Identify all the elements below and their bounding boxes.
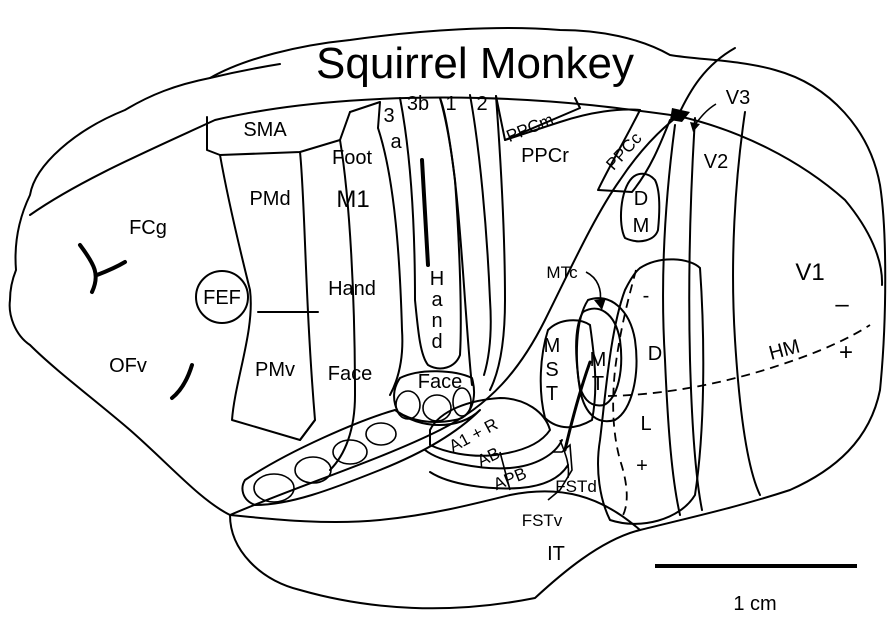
label-sma: SMA: [243, 119, 287, 141]
label-hand-3b-n: n: [431, 310, 442, 332]
label-v1-plus: +: [839, 339, 853, 366]
label-v3: V3: [726, 87, 750, 109]
label-area-2: 2: [476, 93, 487, 115]
label-hand-3b-d: d: [431, 331, 442, 353]
area-3b-hand-border: [422, 160, 428, 265]
v3-band-anterior: [663, 125, 680, 515]
label-hm: HM: [767, 336, 803, 365]
label-face-3b: Face: [418, 371, 462, 393]
area-2-posterior: [490, 96, 505, 390]
area-2-border: [470, 95, 491, 375]
face-oval-1: [396, 391, 420, 419]
label-v1-minus: –: [835, 291, 849, 318]
area-1-border: [440, 98, 472, 385]
label-pmv: PMv: [255, 359, 295, 381]
label-m1: M1: [336, 186, 369, 213]
frontal-sulcus-mark: [80, 245, 125, 292]
scale-label: 1 cm: [733, 593, 776, 615]
insula-oval-3: [333, 440, 367, 464]
label-it: IT: [547, 543, 565, 565]
label-mtc: MTc: [546, 263, 578, 282]
label-area-3a-letter: a: [390, 131, 402, 153]
m1-anterior-border: [300, 152, 315, 440]
label-ppcc: PPCc: [602, 128, 646, 173]
label-fcg: FCg: [129, 217, 167, 239]
label-dl-l: L: [640, 413, 651, 435]
label-v1: V1: [795, 259, 824, 286]
m1-medial-border: [350, 102, 380, 128]
label-mt-m: M: [590, 349, 607, 371]
insula-band: [242, 410, 480, 505]
temporal-lower-line: [230, 491, 640, 530]
label-dm-m: M: [633, 215, 650, 237]
label-foot: Foot: [332, 147, 372, 169]
label-hand-3b-a: a: [431, 289, 443, 311]
label-mst-m: M: [544, 335, 561, 357]
insula-oval-2: [295, 457, 331, 483]
area-3a-border: [378, 128, 402, 395]
label-hand-m1: Hand: [328, 278, 376, 300]
upper-bump-line: [210, 64, 280, 78]
label-dl-plus: +: [636, 455, 648, 477]
label-ofv: OFv: [109, 355, 147, 377]
face-oval-2: [423, 395, 451, 421]
label-mst-t: T: [546, 383, 558, 405]
posterior-midline: [678, 116, 882, 285]
brain-outline: [10, 28, 886, 608]
label-fef: FEF: [203, 287, 241, 309]
label-dm-d: D: [634, 188, 648, 210]
label-hand-3b-h: H: [430, 268, 444, 290]
label-dl-minus: -: [643, 285, 650, 307]
label-pmd: PMd: [249, 188, 290, 210]
label-area-3a-num: 3: [383, 105, 394, 127]
v2-v1-border: [733, 112, 760, 495]
label-mst-s: S: [545, 359, 558, 381]
area-3b-hand-region: [400, 98, 461, 368]
orbital-sulcus-mark: [172, 365, 192, 398]
label-area-1: 1: [445, 93, 456, 115]
label-ppcm: PPCm: [504, 110, 557, 146]
label-dl-d: D: [648, 343, 662, 365]
label-face-m1: Face: [328, 363, 372, 385]
label-ppcr: PPCr: [521, 145, 569, 167]
label-fstv: FSTv: [522, 511, 563, 530]
insula-oval-4: [366, 423, 396, 445]
title: Squirrel Monkey: [316, 39, 634, 88]
label-v2: V2: [704, 151, 728, 173]
label-fstd: FSTd: [555, 477, 597, 496]
label-mt-t: T: [592, 373, 604, 395]
label-area-3b: 3b: [407, 93, 429, 115]
